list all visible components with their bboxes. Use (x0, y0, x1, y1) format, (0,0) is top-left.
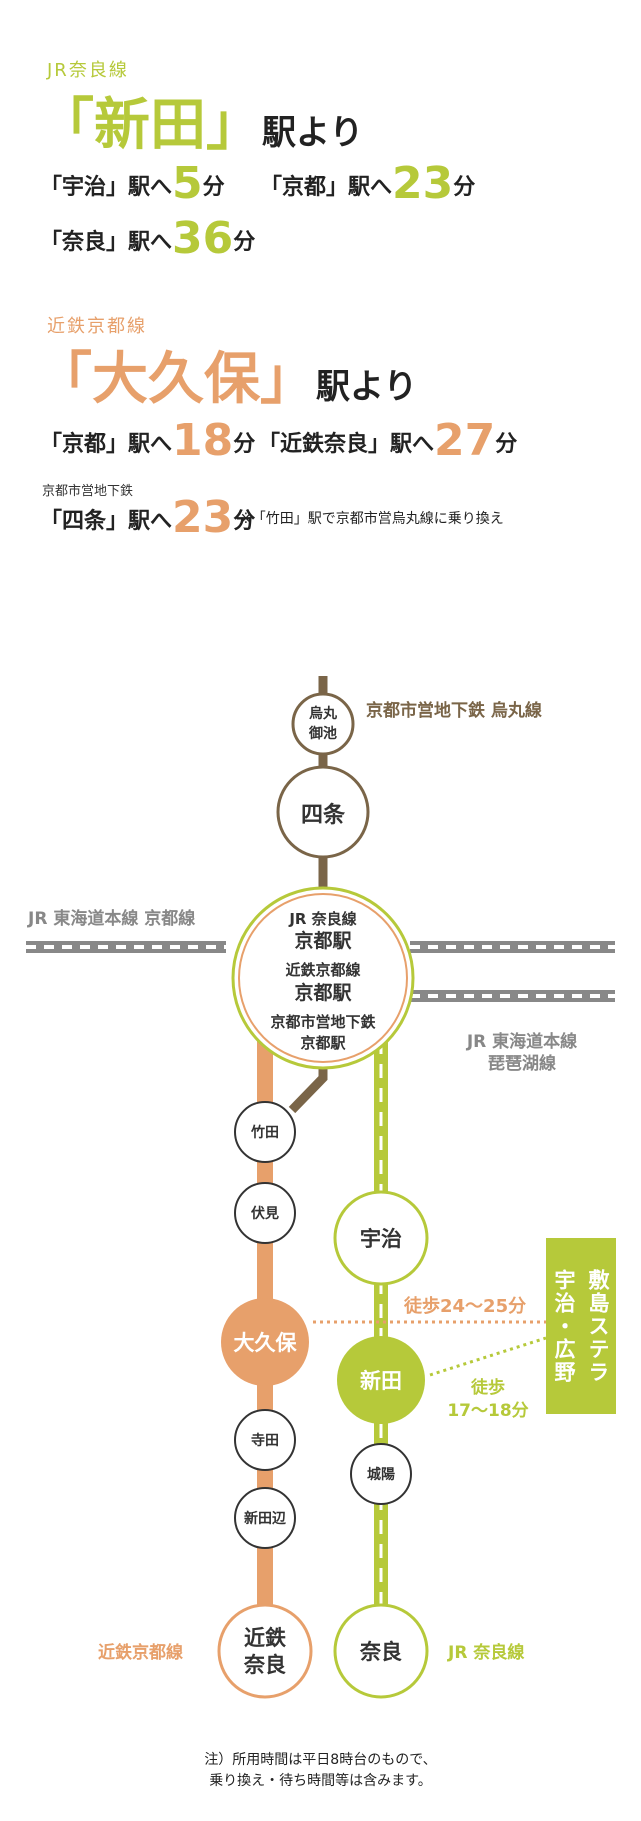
label-terada: 寺田 (251, 1433, 279, 1449)
station-shintanabe (234, 1487, 296, 1549)
route-unit: 分 (233, 509, 256, 534)
label-nara: 奈良 (359, 1640, 402, 1664)
label-shijo: 四条 (301, 802, 346, 828)
kintetsu-route-shijo: 「四条」駅へ23分 (40, 492, 255, 543)
station-nara (333, 1603, 429, 1699)
route-dest: 「京都」駅へ (260, 175, 393, 200)
station-joyo (350, 1443, 412, 1505)
station-terada (234, 1409, 296, 1471)
route-unit: 分 (202, 175, 225, 200)
station-fushimi (234, 1182, 296, 1244)
label-walk-shinden-1: 徒歩 (470, 1377, 505, 1398)
label-walk-okubo: 徒歩24〜25分 (403, 1295, 526, 1317)
station-okubo (221, 1298, 309, 1386)
label-takeda: 竹田 (250, 1124, 279, 1141)
kintetsu-route-kyoto: 「京都」駅へ18分 (40, 415, 255, 466)
kintetsu-from-suffix: 駅より (316, 367, 418, 407)
property-name: 敷島ステラ 宇治・広野 (546, 1238, 616, 1414)
label-fushimi: 伏見 (251, 1205, 279, 1222)
station-kyoto (231, 886, 415, 1070)
kintetsu-route-nara: 「近鉄奈良」駅へ27分 (258, 415, 517, 466)
tokaido-biwako-track (410, 990, 615, 1002)
label-tokaido-biwako-1: JR 東海道本線 (466, 1031, 577, 1052)
label-kyoto-name3: 京都駅 (300, 1034, 346, 1052)
label-karasuma: 烏丸 (309, 705, 338, 722)
route-minutes: 23 (172, 492, 234, 543)
route-dest: 「四条」駅へ (40, 509, 173, 534)
route-dest: 「宇治」駅へ (40, 175, 173, 200)
route-minutes: 23 (392, 158, 454, 209)
label-uji: 宇治 (360, 1227, 402, 1251)
kintetsu-station-name: 「大久保」 (36, 347, 316, 412)
route-dest: 「近鉄奈良」駅へ (258, 432, 435, 457)
label-joyo: 城陽 (367, 1466, 395, 1483)
label-kyoto-line1: JR 奈良線 (288, 910, 356, 928)
route-dest: 「京都」駅へ (40, 432, 173, 457)
label-kintetsu: 近鉄 (244, 1626, 286, 1650)
label-kyoto-line2: 近鉄京都線 (285, 961, 360, 979)
route-minutes: 27 (434, 415, 496, 466)
route-minutes: 36 (172, 213, 234, 264)
jr-route-uji: 「宇治」駅へ5分 (40, 158, 225, 209)
label-kintetsu-line: 近鉄京都線 (98, 1642, 183, 1663)
jr-station-heading: 「新田」駅より (38, 80, 363, 161)
station-uji (333, 1190, 429, 1286)
label-oike: 御池 (308, 725, 337, 742)
route-unit: 分 (495, 432, 518, 457)
label-kintetsu-nara: 奈良 (243, 1653, 286, 1677)
transfer-note: ※「竹田」駅で京都市営烏丸線に乗り換え (240, 511, 504, 527)
footnote: 注）所用時間は平日8時台のもので、 乗り換え・待ち時間等は含みます。 (0, 1750, 641, 1792)
route-unit: 分 (233, 432, 256, 457)
station-shinden (337, 1336, 425, 1424)
station-karasuma-oike (291, 692, 355, 756)
jr-from-suffix: 駅より (262, 113, 364, 153)
jr-route-kyoto: 「京都」駅へ23分 (260, 158, 475, 209)
route-minutes: 5 (172, 158, 203, 209)
route-dest: 「奈良」駅へ (40, 230, 173, 255)
property-name-line2: 宇治・広野 (552, 1268, 576, 1384)
tokaido-kyoto-track (26, 941, 226, 953)
subway-line-label: 京都市営地下鉄 (42, 484, 134, 499)
station-kintetsu-nara (217, 1603, 313, 1699)
label-kyoto-line3: 京都市営地下鉄 (270, 1013, 375, 1031)
tokaido-kyoto-track-east (410, 941, 615, 953)
station-takeda (234, 1101, 296, 1163)
label-kyoto-name2: 京都駅 (294, 981, 352, 1004)
label-jr-nara-line: JR 奈良線 (447, 1642, 524, 1663)
jr-station-name: 「新田」 (38, 93, 262, 158)
kintetsu-station-heading: 「大久保」駅より (36, 334, 417, 415)
property-name-line1: 敷島ステラ (586, 1268, 610, 1384)
label-tokaido-kyoto: JR 東海道本線 京都線 (27, 908, 195, 929)
route-unit: 分 (453, 175, 476, 200)
walk-route-shinden (429, 1336, 547, 1377)
footnote-line2: 乗り換え・待ち時間等は含みます。 (209, 1773, 432, 1789)
label-walk-shinden-2: 17〜18分 (447, 1401, 528, 1421)
route-unit: 分 (233, 230, 256, 255)
station-shijo (276, 765, 370, 859)
label-tokaido-biwako-2: 琵琶湖線 (488, 1053, 556, 1074)
label-kyoto-name1: 京都駅 (294, 929, 352, 952)
route-minutes: 18 (172, 415, 234, 466)
jr-route-nara: 「奈良」駅へ36分 (40, 213, 255, 264)
footnote-line1: 注）所用時間は平日8時台のもので、 (204, 1752, 437, 1768)
jr-line-label: JR奈良線 (47, 60, 129, 81)
label-shinden: 新田 (360, 1369, 402, 1393)
kintetsu-line-label: 近鉄京都線 (47, 316, 147, 337)
label-subway-line: 京都市営地下鉄 烏丸線 (366, 700, 542, 721)
property-box (546, 1238, 616, 1414)
label-okubo: 大久保 (234, 1331, 298, 1355)
label-shintanabe: 新田辺 (244, 1510, 286, 1527)
